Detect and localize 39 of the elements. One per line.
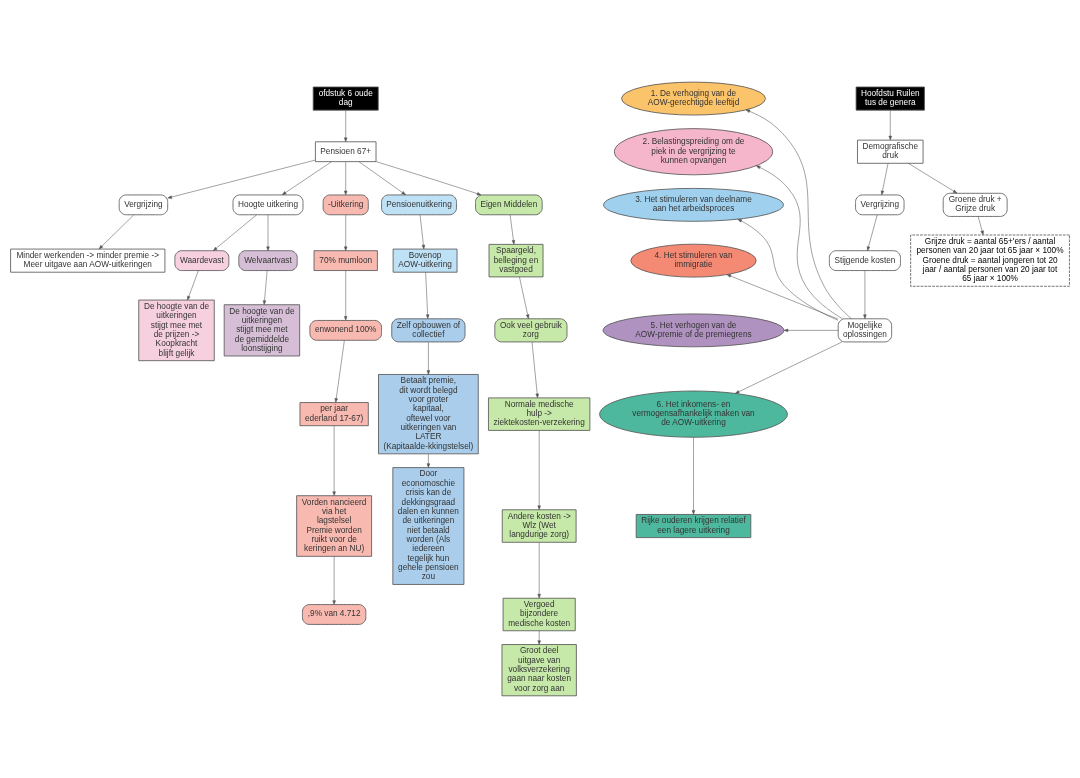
arrow — [866, 214, 878, 251]
arrow — [213, 214, 257, 251]
arrow — [756, 165, 843, 320]
arrow — [783, 328, 839, 332]
arrow — [537, 630, 541, 645]
arrow — [426, 453, 430, 468]
arrow — [531, 341, 539, 399]
arrow — [344, 270, 348, 321]
arrow — [332, 425, 336, 496]
arrow — [745, 109, 852, 319]
arrow — [375, 161, 482, 196]
arrow — [262, 270, 268, 305]
arrow — [344, 161, 348, 196]
arrow — [537, 542, 541, 599]
arrow — [863, 270, 867, 319]
arrow — [167, 159, 316, 199]
arrow — [691, 437, 696, 515]
arrow — [726, 274, 839, 320]
arrow — [358, 161, 406, 196]
arrow — [519, 276, 530, 319]
arrow — [880, 163, 889, 196]
arrow — [537, 430, 541, 510]
arrow — [344, 109, 348, 142]
arrow — [734, 341, 843, 394]
arrow — [737, 218, 839, 321]
arrow — [344, 214, 348, 251]
arrow — [908, 163, 958, 194]
arrow — [332, 556, 336, 605]
arrow — [187, 270, 199, 301]
arrow — [977, 216, 984, 236]
arrow — [266, 214, 270, 251]
arrow — [426, 341, 430, 375]
arrow — [281, 161, 332, 196]
arrow — [425, 271, 430, 319]
arrow — [419, 214, 426, 250]
arrow — [334, 340, 345, 403]
arrow — [888, 109, 892, 141]
arrow — [509, 214, 516, 245]
arrow — [98, 214, 134, 250]
